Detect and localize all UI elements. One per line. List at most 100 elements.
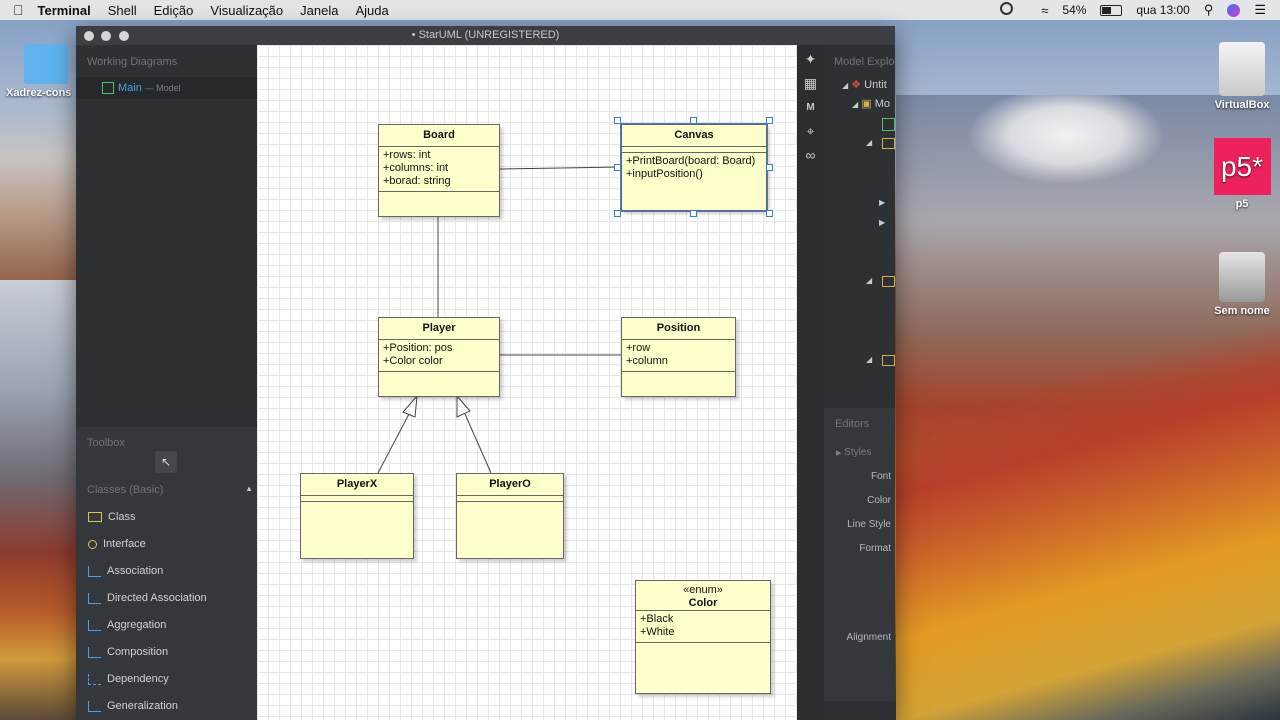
- window-title: • StarUML (UNREGISTERED): [411, 29, 560, 41]
- tree-expand-icon[interactable]: ◢: [852, 100, 859, 109]
- toolbox-item-dependency[interactable]: Dependency: [88, 668, 253, 690]
- working-diagram-item[interactable]: Main — Model: [76, 77, 257, 99]
- navigate-crosshair-icon[interactable]: ⌖: [806, 123, 815, 139]
- attribute: +Color color: [383, 355, 443, 367]
- desktop-folder[interactable]: Xadrez-cons: [6, 44, 86, 99]
- left-sidebar: Working Diagrams Main — Model Toolbox ↖ …: [76, 45, 257, 720]
- desktop-icon-sem-nome[interactable]: Sem nome: [1207, 252, 1277, 317]
- tree-root[interactable]: ◢ ❖ Untit: [842, 78, 887, 91]
- class-icon[interactable]: [882, 355, 895, 366]
- selection-handle[interactable]: [614, 117, 621, 124]
- class-name: Position: [622, 318, 735, 340]
- desktop-icon-p5[interactable]: p5* p5: [1207, 138, 1277, 210]
- toolbox-item-directed-association[interactable]: Directed Association: [88, 587, 253, 609]
- zoom-button[interactable]: [119, 31, 129, 41]
- right-toolbar: ✦ ▦ M ⌖ ∞: [797, 45, 824, 720]
- tree-expand-icon[interactable]: ◢: [866, 138, 873, 147]
- selection-handle[interactable]: [614, 210, 621, 217]
- menu-visualizacao[interactable]: Visualização: [199, 2, 283, 18]
- tree-model[interactable]: ◢ ▣ Mo: [852, 97, 890, 110]
- enum-literals: +Black +White: [636, 611, 770, 643]
- class-operations: [379, 372, 499, 376]
- selection-handle[interactable]: [766, 117, 773, 124]
- tree-collapsed-icon[interactable]: ▶: [879, 198, 886, 207]
- window-titlebar[interactable]: • StarUML (UNREGISTERED): [76, 26, 895, 45]
- uml-enum-color[interactable]: «enum» Color +Black +White: [635, 580, 771, 694]
- attribute: +Position: pos: [383, 342, 453, 354]
- layout-icon[interactable]: ▦: [803, 75, 818, 91]
- class-attributes: +row +column: [622, 340, 735, 372]
- uml-class-canvas[interactable]: Canvas +PrintBoard(board: Board) +inputP…: [620, 123, 768, 212]
- menu-bar:  Terminal Shell Edição Visualização Jan…: [0, 0, 1280, 20]
- clock[interactable]: qua 13:00: [1136, 3, 1190, 17]
- uml-class-board[interactable]: Board +rows: int +columns: int +borad: s…: [378, 124, 500, 217]
- class-name: Player: [379, 318, 499, 340]
- wifi-icon[interactable]: ≈: [1041, 2, 1049, 18]
- notification-center-icon[interactable]: ☰: [1254, 2, 1266, 17]
- toolbox-item-class[interactable]: Class: [88, 506, 253, 528]
- menu-janela[interactable]: Janela: [289, 2, 338, 18]
- class-icon[interactable]: [882, 138, 895, 149]
- close-button[interactable]: [84, 31, 94, 41]
- styles-section[interactable]: ▶ Styles: [836, 447, 871, 458]
- association-icon: [88, 565, 101, 577]
- uml-class-position[interactable]: Position +row +column: [621, 317, 736, 397]
- menu-ajuda[interactable]: Ajuda: [344, 2, 388, 18]
- tree-expand-icon[interactable]: ◢: [866, 276, 873, 285]
- class-attributes: [622, 147, 766, 153]
- menu-shell[interactable]: Shell: [97, 2, 137, 18]
- toolbox-section-header[interactable]: Classes (Basic) ▲: [76, 484, 257, 496]
- tree-expand-icon[interactable]: ◢: [866, 355, 873, 364]
- toolbox-item-aggregation[interactable]: Aggregation: [88, 614, 253, 636]
- tree-expand-icon[interactable]: ◢: [842, 81, 849, 90]
- expand-arrow-icon[interactable]: ▶: [836, 450, 842, 457]
- enum-literal: +White: [640, 626, 675, 638]
- toolbox-item-interface[interactable]: Interface: [88, 533, 253, 555]
- minimize-button[interactable]: [101, 31, 111, 41]
- collapse-arrow-icon[interactable]: ▲: [245, 484, 253, 493]
- siri-icon[interactable]: [1227, 3, 1241, 17]
- uml-class-player[interactable]: Player +Position: pos +Color color: [378, 317, 500, 397]
- selection-handle[interactable]: [690, 117, 697, 124]
- composition-icon: [88, 646, 101, 658]
- diagram-canvas[interactable]: Board +rows: int +columns: int +borad: s…: [257, 45, 797, 720]
- generalization-playero-player[interactable]: [464, 413, 492, 474]
- spotlight-search-icon[interactable]: ⚲: [1203, 2, 1214, 17]
- selection-handle[interactable]: [766, 210, 773, 217]
- markdown-icon[interactable]: M: [806, 102, 815, 113]
- alignment-label: Alignment: [846, 632, 891, 643]
- attribute: +row: [626, 342, 651, 354]
- toolbox-item-label: Composition: [107, 646, 169, 658]
- tree-collapsed-icon[interactable]: ▶: [879, 218, 886, 227]
- battery-percent[interactable]: 54%: [1062, 3, 1087, 17]
- toolbox-item-label: Generalization: [107, 700, 178, 712]
- class-operations: [636, 643, 770, 647]
- enum-stereotype: «enum»: [683, 584, 723, 596]
- uml-class-playerx[interactable]: PlayerX: [300, 473, 414, 559]
- diagram-icon[interactable]: [882, 118, 895, 131]
- selection-handle[interactable]: [690, 210, 697, 217]
- toolbox-item-generalization[interactable]: Generalization: [88, 695, 253, 717]
- working-diagrams-header: Working Diagrams: [87, 56, 178, 68]
- apple-icon[interactable]: : [13, 2, 24, 18]
- uml-class-playero[interactable]: PlayerO: [456, 473, 564, 559]
- toolbox-item-composition[interactable]: Composition: [88, 641, 253, 663]
- class-icon[interactable]: [882, 276, 895, 287]
- association-board-canvas[interactable]: [498, 166, 622, 170]
- extensions-puzzle-icon[interactable]: ✦: [804, 51, 817, 67]
- toolbox-item-label: Directed Association: [107, 592, 207, 604]
- selection-handle[interactable]: [614, 164, 621, 171]
- generalization-arrowhead: [402, 394, 418, 418]
- select-tool-button[interactable]: ↖: [155, 451, 177, 473]
- share-icon[interactable]: ∞: [805, 147, 816, 163]
- diagram-suffix: — Model: [144, 83, 181, 93]
- generalization-playerx-player[interactable]: [377, 413, 410, 474]
- menu-app-terminal[interactable]: Terminal: [27, 2, 91, 18]
- record-icon[interactable]: [1000, 2, 1027, 18]
- desktop-icon-virtualbox[interactable]: VirtualBox: [1207, 42, 1277, 111]
- desktop-icon-label: Sem nome: [1214, 305, 1270, 317]
- battery-icon[interactable]: [1100, 4, 1123, 16]
- toolbox-item-association[interactable]: Association: [88, 560, 253, 582]
- selection-handle[interactable]: [766, 164, 773, 171]
- menu-edicao[interactable]: Edição: [143, 2, 194, 18]
